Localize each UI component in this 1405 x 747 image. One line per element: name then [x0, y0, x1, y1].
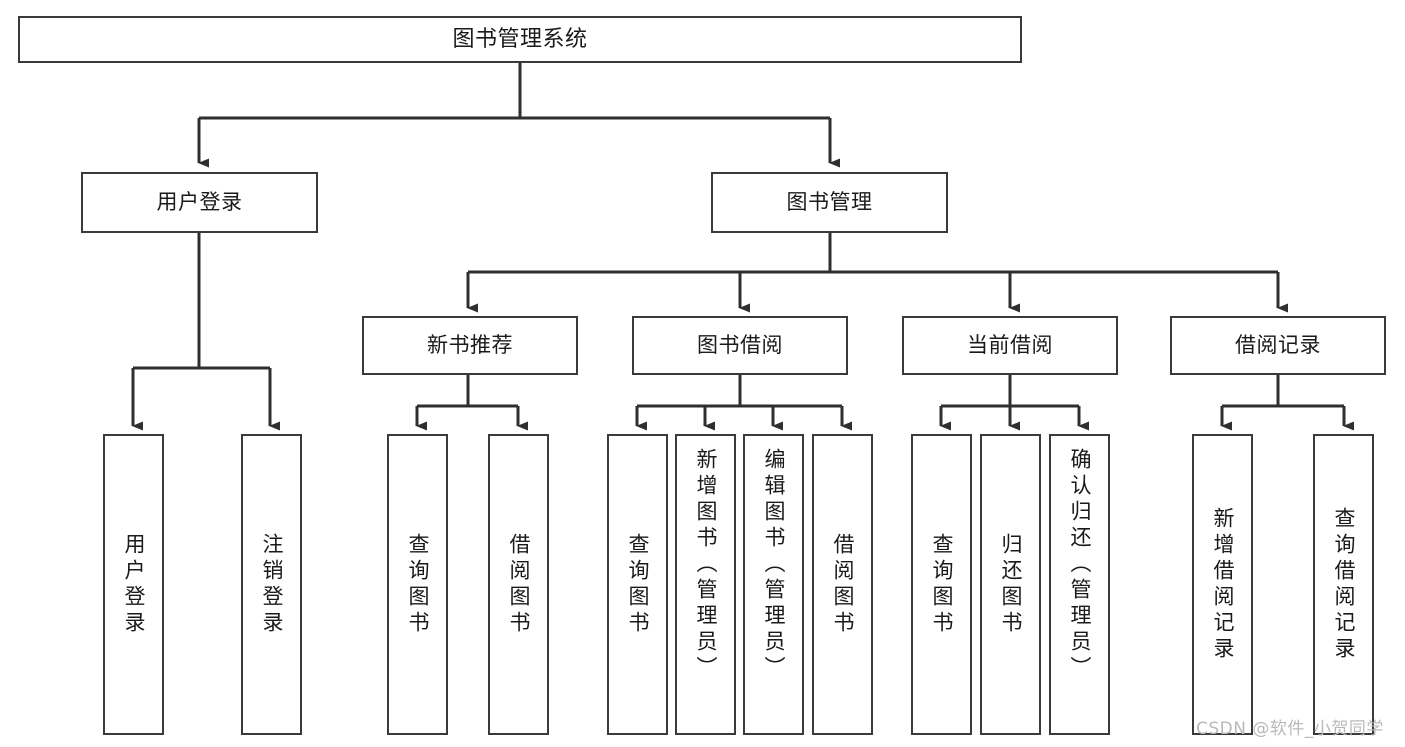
- watermark-text: CSDN @软件_小贺同学: [1196, 719, 1384, 739]
- node-label: 借阅图书: [831, 532, 855, 637]
- leaf-user-logout[interactable]: 注销登录: [241, 434, 302, 735]
- node-user-login[interactable]: 用户登录: [81, 172, 318, 233]
- node-label: 新书推荐: [427, 333, 513, 358]
- leaf-query-borrow-record[interactable]: 查询借阅记录: [1313, 434, 1374, 735]
- node-borrow-record[interactable]: 借阅记录: [1170, 316, 1386, 375]
- leaf-borrow-book[interactable]: 借阅图书: [812, 434, 873, 735]
- leaf-query-book-borrow[interactable]: 查询图书: [607, 434, 668, 735]
- node-label: 注销登录: [260, 532, 284, 637]
- node-label: 查询图书: [406, 532, 430, 637]
- node-label: 图书借阅: [697, 333, 783, 358]
- leaf-user-login[interactable]: 用户登录: [103, 434, 164, 735]
- node-label: 用户登录: [122, 532, 146, 637]
- node-label: 当前借阅: [967, 333, 1053, 358]
- node-label: 借阅记录: [1235, 333, 1321, 358]
- node-label: 图书管理系统: [452, 26, 588, 52]
- node-label: 查询借阅记录: [1332, 506, 1356, 663]
- node-label: 确认归还（管理员）: [1068, 448, 1092, 682]
- leaf-confirm-return[interactable]: 确认归还（管理员）: [1049, 434, 1110, 735]
- leaf-borrow-book-recommend[interactable]: 借阅图书: [488, 434, 549, 735]
- leaf-query-book-current[interactable]: 查询图书: [911, 434, 972, 735]
- node-label: 新增图书（管理员）: [694, 448, 718, 682]
- node-label: 编辑图书（管理员）: [762, 448, 786, 682]
- leaf-query-book-recommend[interactable]: 查询图书: [387, 434, 448, 735]
- node-label: 借阅图书: [507, 532, 531, 637]
- node-label: 新增借阅记录: [1211, 506, 1235, 663]
- node-label: 查询图书: [626, 532, 650, 637]
- leaf-edit-book[interactable]: 编辑图书（管理员）: [743, 434, 804, 735]
- node-root-system[interactable]: 图书管理系统: [18, 16, 1022, 63]
- node-label: 查询图书: [930, 532, 954, 637]
- node-book-borrow[interactable]: 图书借阅: [632, 316, 848, 375]
- node-current-borrow[interactable]: 当前借阅: [902, 316, 1118, 375]
- leaf-return-book[interactable]: 归还图书: [980, 434, 1041, 735]
- node-label: 用户登录: [156, 190, 243, 215]
- node-book-management[interactable]: 图书管理: [711, 172, 948, 233]
- leaf-add-book[interactable]: 新增图书（管理员）: [675, 434, 736, 735]
- node-label: 图书管理: [786, 190, 873, 215]
- node-new-book-recommend[interactable]: 新书推荐: [362, 316, 578, 375]
- leaf-add-borrow-record[interactable]: 新增借阅记录: [1192, 434, 1253, 735]
- node-label: 归还图书: [999, 532, 1023, 637]
